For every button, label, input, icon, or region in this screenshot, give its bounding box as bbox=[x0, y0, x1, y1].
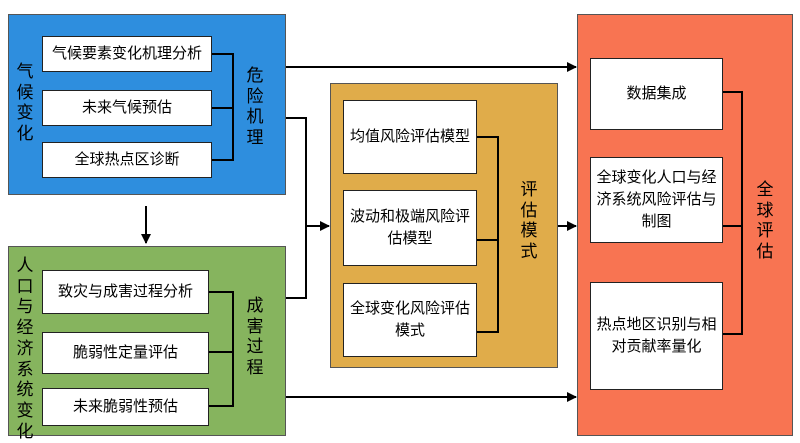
damage-process-label: 成害过程 bbox=[246, 296, 264, 379]
hotspot-identification-box: 热点地区识别与相对贡献率量化 bbox=[590, 282, 723, 390]
climate-mechanism-analysis-box: 气候要素变化机理分析 bbox=[42, 36, 212, 72]
hotspot-diagnosis-box: 全球热点区诊断 bbox=[42, 142, 212, 178]
data-integration-box: 数据集成 bbox=[590, 58, 723, 130]
future-climate-projection-box: 未来气候预估 bbox=[42, 90, 212, 126]
global-change-risk-mode-box: 全球变化风险评估模式 bbox=[343, 283, 477, 357]
vulnerability-assessment-box: 脆弱性定量评估 bbox=[42, 332, 209, 374]
assessment-mode-label: 评估模式 bbox=[520, 180, 538, 263]
disaster-process-analysis-box: 致灾与成害过程分析 bbox=[42, 270, 209, 314]
fluctuation-extreme-risk-model-box: 波动和极端风险评估模型 bbox=[343, 190, 477, 266]
mean-risk-model-box: 均值风险评估模型 bbox=[343, 100, 477, 174]
global-assessment-label: 全球评估 bbox=[756, 180, 774, 263]
risk-assessment-mapping-box: 全球变化人口与经济系统风险评估与制图 bbox=[590, 157, 723, 243]
climate-change-label: 气候变化 bbox=[16, 62, 34, 145]
future-vulnerability-projection-box: 未来脆弱性预估 bbox=[42, 388, 209, 426]
hazard-mechanism-label: 危险机理 bbox=[246, 66, 264, 149]
population-economy-label: 人口与经济系统变化 bbox=[16, 256, 34, 442]
